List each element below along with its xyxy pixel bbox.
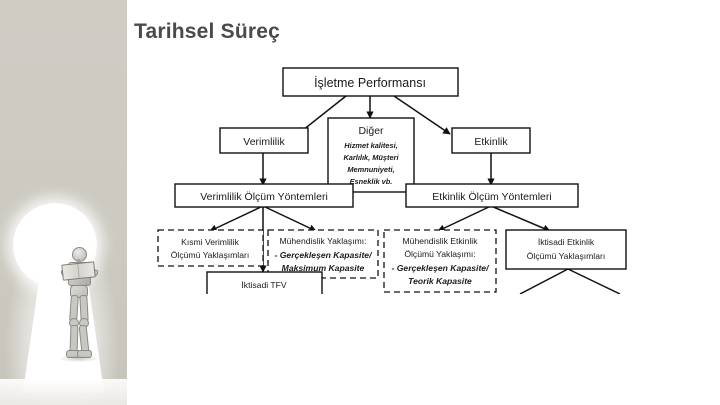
- node-label-kismi-2: Ölçümü Yaklaşımları: [171, 250, 249, 260]
- node-detail-diger-3: Memnuniyeti,: [347, 165, 394, 174]
- edge-iktisadi-branch-right: [567, 268, 621, 294]
- node-label-muhendislik-1: Mühendislik Yaklaşımı:: [279, 236, 366, 246]
- edge-iktisadi-branch-left: [519, 268, 569, 294]
- node-label-muhendislik-2: - Gerçekleşen Kapasite/: [275, 250, 374, 260]
- page-title: Tarihsel Süreç: [134, 20, 280, 43]
- mannequin-neck: [77, 259, 80, 263]
- performance-flowchart: İşletme Performansı Verimlilik Diğer Hiz…: [150, 66, 710, 294]
- node-etkinlik-olcum-yontemleri[interactable]: Etkinlik Ölçüm Yöntemleri: [405, 183, 579, 208]
- edge-etkinlikolcum-to-muhendislik-etkinlik: [437, 205, 492, 232]
- node-label-muh-etkinlik-2: Ölçümü Yaklaşımı:: [404, 249, 475, 259]
- node-label-root: İşletme Performansı: [314, 76, 426, 90]
- edge-verimlilikolcum-to-muhendislik: [262, 205, 317, 232]
- node-label-muh-etkinlik-3: - Gerçekleşen Kapasite/: [392, 263, 491, 273]
- node-detail-diger-1: Hizmet kalitesi,: [344, 141, 397, 150]
- node-label-etkinlik: Etkinlik: [474, 136, 508, 148]
- node-isletme-performansi[interactable]: İşletme Performansı: [282, 67, 459, 97]
- edge-verimlilikolcum-to-kismi: [209, 205, 264, 232]
- node-detail-diger-4: Esneklik vb.: [350, 177, 393, 186]
- node-label-iktisadi-1: İktisadi Etkinlik: [538, 237, 595, 247]
- keyhole-floor: [0, 379, 127, 405]
- node-label-etkinlik-olcum: Etkinlik Ölçüm Yöntemleri: [432, 191, 551, 203]
- node-label-verimlilik-olcum: Verimlilik Ölçüm Yöntemleri: [200, 191, 328, 203]
- sidebar-decorative-image: [0, 0, 127, 405]
- node-label-verimlilik: Verimlilik: [243, 136, 285, 148]
- node-etkinlik[interactable]: Etkinlik: [451, 127, 531, 154]
- node-label-kismi-1: Kısmi Verimlilik: [181, 237, 239, 247]
- mannequin-right-foot: [77, 350, 92, 358]
- node-label-muh-etkinlik-1: Mühendislik Etkinlik: [403, 236, 479, 246]
- node-verimlilik-olcum-yontemleri[interactable]: Verimlilik Ölçüm Yöntemleri: [174, 183, 354, 208]
- node-verimlilik[interactable]: Verimlilik: [219, 127, 309, 154]
- node-iktisadi-tfv-cut-off[interactable]: İktisadi TFV: [206, 271, 323, 294]
- node-muhendislik-yaklasimi[interactable]: Mühendislik Yaklaşımı: - Gerçekleşen Kap…: [267, 229, 379, 279]
- node-label-iktisadi-2: Ölçümü Yaklaşımları: [527, 251, 605, 261]
- book-icon: [61, 261, 96, 281]
- node-label-diger: Diğer: [358, 125, 384, 137]
- node-label-iktisadi-tfv: İktisadi TFV: [241, 280, 286, 290]
- node-label-muh-etkinlik-4: Teorik Kapasite: [408, 276, 472, 286]
- edge-root-to-etkinlik: [393, 95, 451, 135]
- node-label-muhendislik-3: Maksimum Kapasite: [282, 263, 365, 273]
- node-detail-diger-2: Karlılık, Müşteri: [343, 153, 399, 162]
- mannequin-shadow: [59, 355, 99, 362]
- node-muhendislik-etkinlik-olcumu[interactable]: Mühendislik Etkinlik Ölçümü Yaklaşımı: -…: [383, 229, 497, 293]
- node-kismi-verimlilik-olcumu[interactable]: Kısmi Verimlilik Ölçümü Yaklaşımları: [157, 229, 264, 267]
- wooden-mannequin-figure: [55, 247, 101, 367]
- mannequin-left-shin: [69, 324, 79, 354]
- mannequin-hip: [70, 285, 88, 298]
- edge-etkinlikolcum-to-iktisadi-etkinlik: [490, 205, 551, 232]
- node-diger[interactable]: Diğer Hizmet kalitesi, Karlılık, Müşteri…: [327, 117, 415, 193]
- node-iktisadi-etkinlik-olcumu[interactable]: İktisadi Etkinlik Ölçümü Yaklaşımları: [505, 229, 627, 270]
